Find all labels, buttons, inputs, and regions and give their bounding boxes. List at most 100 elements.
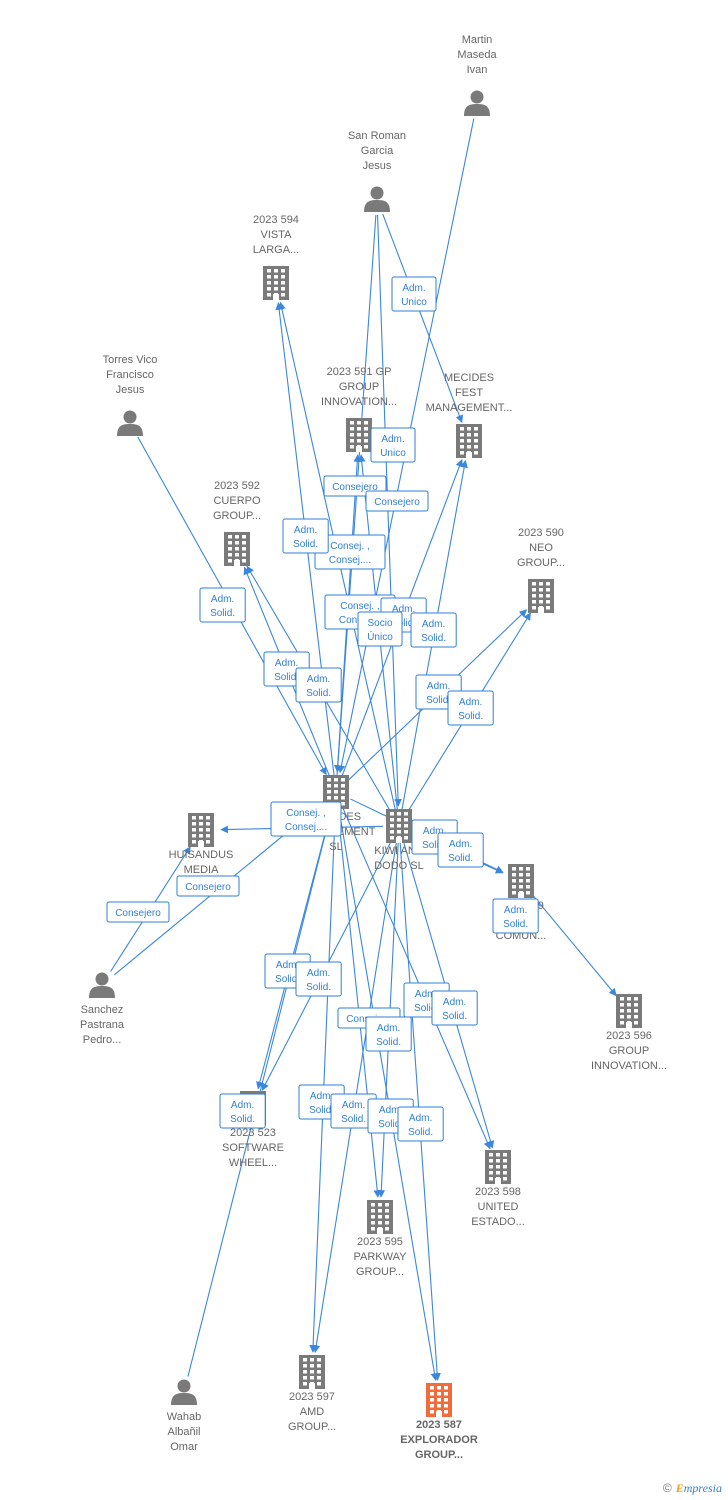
company-node-c594[interactable]: 2023 594VISTALARGA... xyxy=(253,214,299,300)
building-window xyxy=(341,784,345,788)
node-label-line: FEST xyxy=(455,387,483,399)
node-label-line: 2023 590 xyxy=(518,527,564,539)
building-window xyxy=(378,1209,382,1213)
edge-label-kiwi-huisandus[interactable]: Consej. ,Consej.... xyxy=(270,801,342,837)
building-window xyxy=(334,784,338,788)
node-label-line: ESTADO... xyxy=(471,1216,525,1228)
edge-label-sanroman-mecfest[interactable]: Adm.Unico xyxy=(370,427,416,463)
company-node-c591[interactable]: 2023 591 GPGROUPINNOVATION... xyxy=(321,366,397,452)
building-door xyxy=(273,294,279,300)
building-window xyxy=(192,840,196,844)
edge-label-kiwi-mecfest[interactable]: Adm.Solid. xyxy=(410,612,457,648)
building-window xyxy=(364,445,368,449)
building-window xyxy=(503,1177,507,1181)
building-window xyxy=(350,427,354,431)
company-node-c590[interactable]: 2023 590NEOGROUP... xyxy=(517,527,565,613)
building-window xyxy=(430,1404,434,1408)
edge-label-kiwi-c599[interactable]: Adm.Solid. xyxy=(437,832,484,868)
building-window xyxy=(397,824,401,828)
edge-label-text: Solid. xyxy=(421,633,446,644)
building-window xyxy=(474,451,478,455)
company-node-c587[interactable]: 2023 587EXPLORADORGROUP... xyxy=(400,1383,478,1461)
edge-label-text: Solid. xyxy=(309,1105,334,1116)
building-window xyxy=(385,1227,389,1231)
building-window xyxy=(310,1364,314,1368)
company-node-c592[interactable]: 2023 592CUERPOGROUP... xyxy=(213,480,261,566)
building-window xyxy=(310,1376,314,1380)
edge-label-kiwi-c594[interactable]: Adm.Solid. xyxy=(199,587,246,623)
building-window xyxy=(371,1215,375,1219)
building-window xyxy=(317,1382,321,1386)
edge-label-text: Adm. xyxy=(275,658,298,669)
building-window xyxy=(364,439,368,443)
edge-label-mecman-c595[interactable]: Adm.Solid. xyxy=(431,990,478,1026)
edge-label-kiwi-c592[interactable]: Adm.Solid. xyxy=(295,667,342,703)
node-label-line: CUERPO xyxy=(213,495,261,507)
building-window xyxy=(512,867,516,871)
building-window xyxy=(303,1376,307,1380)
building-window xyxy=(546,582,550,586)
person-node-sanchez[interactable]: SanchezPastranaPedro... xyxy=(80,972,125,1047)
node-label-line: Pastrana xyxy=(80,1019,125,1031)
building-window xyxy=(199,834,203,838)
edge-label-text: Solid. xyxy=(414,1003,439,1014)
building-window xyxy=(364,421,368,425)
building-window xyxy=(199,828,203,832)
edge-label-sanroman-mecman[interactable]: Consejero xyxy=(365,490,429,512)
edge-label-kiwi-c590[interactable]: Adm.Solid. xyxy=(447,690,494,726)
company-node-c597[interactable]: 2023 597AMDGROUP... xyxy=(288,1355,336,1433)
company-node-c596[interactable]: 2023 596GROUPINNOVATION... xyxy=(591,994,667,1072)
building-window xyxy=(317,1376,321,1380)
company-node-c598[interactable]: 2023 598UNITEDESTADO... xyxy=(471,1150,525,1228)
building-window xyxy=(341,778,345,782)
edge-label-kiwi-c523[interactable]: Adm.Solid. xyxy=(295,961,342,997)
edge-label-text: Adm. xyxy=(307,674,330,685)
building-window xyxy=(281,281,285,285)
building-window xyxy=(281,269,285,273)
building-window xyxy=(334,790,338,794)
building-window xyxy=(303,1364,307,1368)
building-window xyxy=(627,1003,631,1007)
company-node-mecfest[interactable]: MECIDESFESTMANAGEMENT... xyxy=(426,372,513,458)
building-window xyxy=(546,594,550,598)
building-icon xyxy=(508,864,534,898)
building-window xyxy=(467,445,471,449)
empresia-logo[interactable]: ©Empresia xyxy=(663,1481,722,1496)
edge-label-martin-mecman[interactable]: Adm.Unico xyxy=(391,276,437,312)
edge-label-sanchez-mecman[interactable]: Consejero xyxy=(106,901,170,923)
building-window xyxy=(627,1009,631,1013)
building-window xyxy=(242,535,246,539)
edge-label-mecman-c594[interactable]: Adm.Solid. xyxy=(282,518,329,554)
building-window xyxy=(444,1398,448,1402)
edge-label-text: Solid. xyxy=(306,982,331,993)
edge-label-kiwi-c587[interactable]: Adm.Solid. xyxy=(397,1106,444,1142)
building-window xyxy=(404,830,408,834)
building-window xyxy=(532,582,536,586)
node-label-line: GROUP xyxy=(339,381,379,393)
node-label-line: Torres Vico xyxy=(103,354,158,366)
building-window xyxy=(397,812,401,816)
node-label-line: 2023 594 xyxy=(253,214,299,226)
edge-label-kiwi-c595[interactable]: Adm.Solid. xyxy=(219,1093,266,1129)
node-label-line: 2023 592 xyxy=(214,480,260,492)
edge-label-c599-c596[interactable]: Adm.Solid. xyxy=(492,898,539,934)
company-node-c595[interactable]: 2023 595PARKWAYGROUP... xyxy=(354,1200,408,1278)
building-window xyxy=(437,1386,441,1390)
node-label-line: Ivan xyxy=(467,64,488,76)
building-window xyxy=(620,1003,624,1007)
building-window xyxy=(350,433,354,437)
building-icon xyxy=(485,1150,511,1184)
building-window xyxy=(357,433,361,437)
edge-label-mecman-c598[interactable]: Adm.Solid. xyxy=(365,1016,412,1052)
edge-label-sanchez-huisandus[interactable]: Consejero xyxy=(176,875,240,897)
building-window xyxy=(430,1392,434,1396)
building-window xyxy=(334,778,338,782)
edge-label-text: Solid. xyxy=(210,608,235,619)
edge-label-text: Solid. xyxy=(274,672,299,683)
